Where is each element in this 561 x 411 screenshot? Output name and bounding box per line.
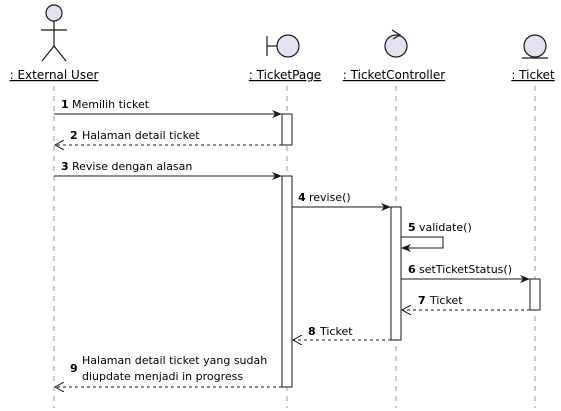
message-7-label: Ticket bbox=[429, 294, 463, 307]
activation-ticketcontroller bbox=[390, 206, 402, 341]
participant-ticketcontroller: : TicketController bbox=[343, 68, 445, 82]
actor-icon bbox=[41, 4, 67, 62]
message-3-label: Revise dengan alasan bbox=[72, 160, 192, 173]
entity-icon bbox=[522, 34, 548, 59]
participant-ticket: : Ticket bbox=[511, 68, 555, 82]
message-1: 1 Memilih ticket bbox=[54, 98, 282, 118]
message-8: 8 Ticket bbox=[293, 325, 391, 340]
message-6-number: 6 bbox=[408, 263, 416, 276]
message-3: 3 Revise dengan alasan bbox=[54, 160, 282, 180]
message-9-label-line2: diupdate menjadi in progress bbox=[82, 370, 243, 383]
message-1-label: Memilih ticket bbox=[72, 98, 150, 111]
message-7: 7 Ticket bbox=[402, 294, 530, 310]
message-4: 4 revise() bbox=[292, 191, 391, 211]
activation-ticketpage-1 bbox=[281, 113, 293, 146]
message-2-number: 2 bbox=[70, 129, 78, 142]
message-3-number: 3 bbox=[61, 160, 69, 173]
message-8-number: 8 bbox=[308, 325, 316, 338]
boundary-icon bbox=[266, 34, 300, 58]
message-9: 9 Halaman detail ticket yang sudah diupd… bbox=[55, 354, 282, 387]
message-7-number: 7 bbox=[418, 294, 426, 307]
activation-ticketpage-2 bbox=[281, 175, 293, 388]
message-2-label: Halaman detail ticket bbox=[82, 129, 200, 142]
activation-bars bbox=[281, 113, 541, 388]
activation-ticket bbox=[529, 278, 541, 311]
control-icon bbox=[384, 29, 408, 58]
message-6-label: setTicketStatus() bbox=[419, 263, 512, 276]
message-1-number: 1 bbox=[61, 98, 69, 111]
message-2: 2 Halaman detail ticket bbox=[55, 129, 282, 145]
message-6: 6 setTicketStatus() bbox=[401, 263, 530, 283]
participant-ticketpage: : TicketPage bbox=[249, 68, 321, 82]
message-8-label: Ticket bbox=[319, 325, 353, 338]
message-5-label: validate() bbox=[419, 221, 472, 234]
message-9-number: 9 bbox=[70, 362, 78, 375]
message-4-number: 4 bbox=[298, 191, 306, 204]
message-4-label: revise() bbox=[309, 191, 351, 204]
message-9-label-line1: Halaman detail ticket yang sudah bbox=[82, 354, 267, 367]
participant-external-user: : External User bbox=[10, 68, 99, 82]
message-5: 5 validate() bbox=[401, 221, 472, 252]
message-5-number: 5 bbox=[408, 221, 416, 234]
